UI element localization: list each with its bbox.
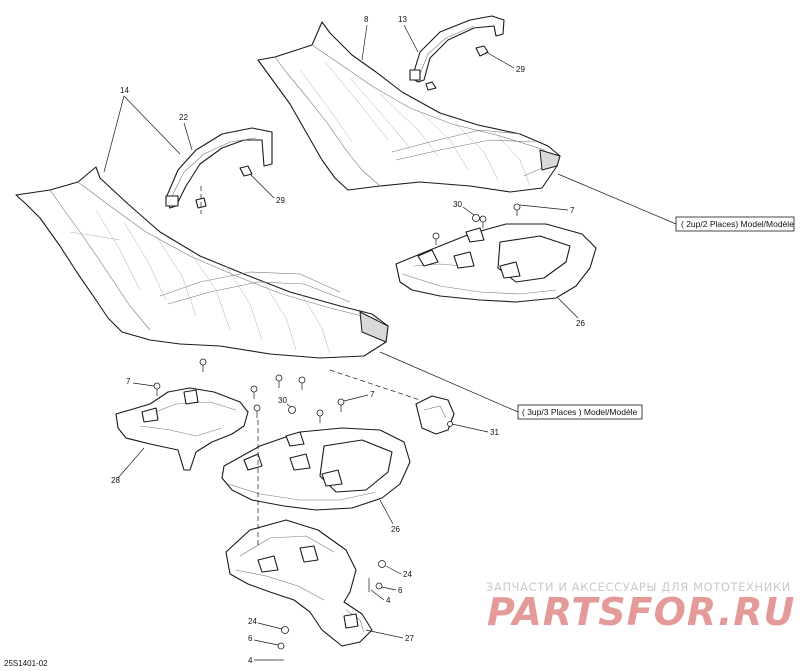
callout-22: 22 [179,113,188,122]
bolt-7 [316,409,324,423]
bolt-7 [298,376,306,390]
callout-14: 14 [120,86,129,95]
bolt-7 [250,385,258,399]
strap-2up [409,15,505,83]
rear-bracket [225,519,373,647]
callout-31: 31 [490,428,499,437]
callout-13: 13 [398,15,407,24]
grab-handle-3up [221,427,411,511]
callout-29-b: 29 [276,196,285,205]
model-box-2up: ( 2up/2 Places) Model/Modèle [557,173,795,232]
watermark-caption: ЗАПЧАСТИ И АКСЕССУАРЫ ДЛЯ МОТОТЕХНИКИ [486,580,791,594]
document-number: 25S1401-02 [4,659,48,668]
seat-3up [15,166,389,359]
clip-3up [195,165,253,209]
seat-2up [257,21,561,193]
model-label-2up: ( 2up/2 Places) Model/Modèle [681,219,794,229]
callout-4-a: 4 [386,596,391,605]
washer-6 [277,582,383,650]
front-bracket [115,387,249,471]
strap-3up [165,127,273,209]
watermark: ЗАПЧАСТИ И АКСЕССУАРЫ ДЛЯ МОТОТЕХНИКИ PA… [486,580,795,634]
callouts: 8 13 29 14 22 29 30 7 26 7 7 30 [103,15,585,665]
callout-6-a: 6 [398,586,403,595]
latch [415,395,455,435]
callout-6-b: 6 [248,634,253,643]
callout-7-b: 7 [126,377,131,386]
bolt-7 [275,374,283,388]
callout-27: 27 [405,634,414,643]
callout-24-b: 24 [248,617,257,626]
callout-26-a: 26 [576,319,585,328]
bolt-7 [513,203,521,216]
model-box-3up: ( 3up/3 Places ) Model/Modèle [379,351,643,420]
bolt-7 [479,215,487,228]
callout-26-b: 26 [391,525,400,534]
callout-28: 28 [111,476,120,485]
callout-7-c: 7 [370,390,375,399]
clip-2up [425,45,489,91]
nut-24 [281,560,386,634]
callout-4-b: 4 [248,656,253,665]
bolt-7 [199,358,207,372]
bolt-7 [153,382,161,396]
bolt-7 [253,404,261,418]
callout-24-a: 24 [403,570,412,579]
bolts [153,203,521,661]
nut-30 [288,214,480,414]
assembly-lines [200,186,421,545]
callout-7-a: 7 [570,206,575,215]
callout-30-b: 30 [278,396,287,405]
callout-8: 8 [364,15,369,24]
model-label-3up: ( 3up/3 Places ) Model/Modèle [522,407,638,417]
bolt-7 [337,398,345,412]
bolt-7 [432,232,440,245]
screw-4 [276,578,370,661]
watermark-logo: PARTSFOR.RU [487,590,795,634]
callout-30-a: 30 [453,200,462,209]
grab-handle-2up [395,223,597,303]
callout-29-a: 29 [516,65,525,74]
